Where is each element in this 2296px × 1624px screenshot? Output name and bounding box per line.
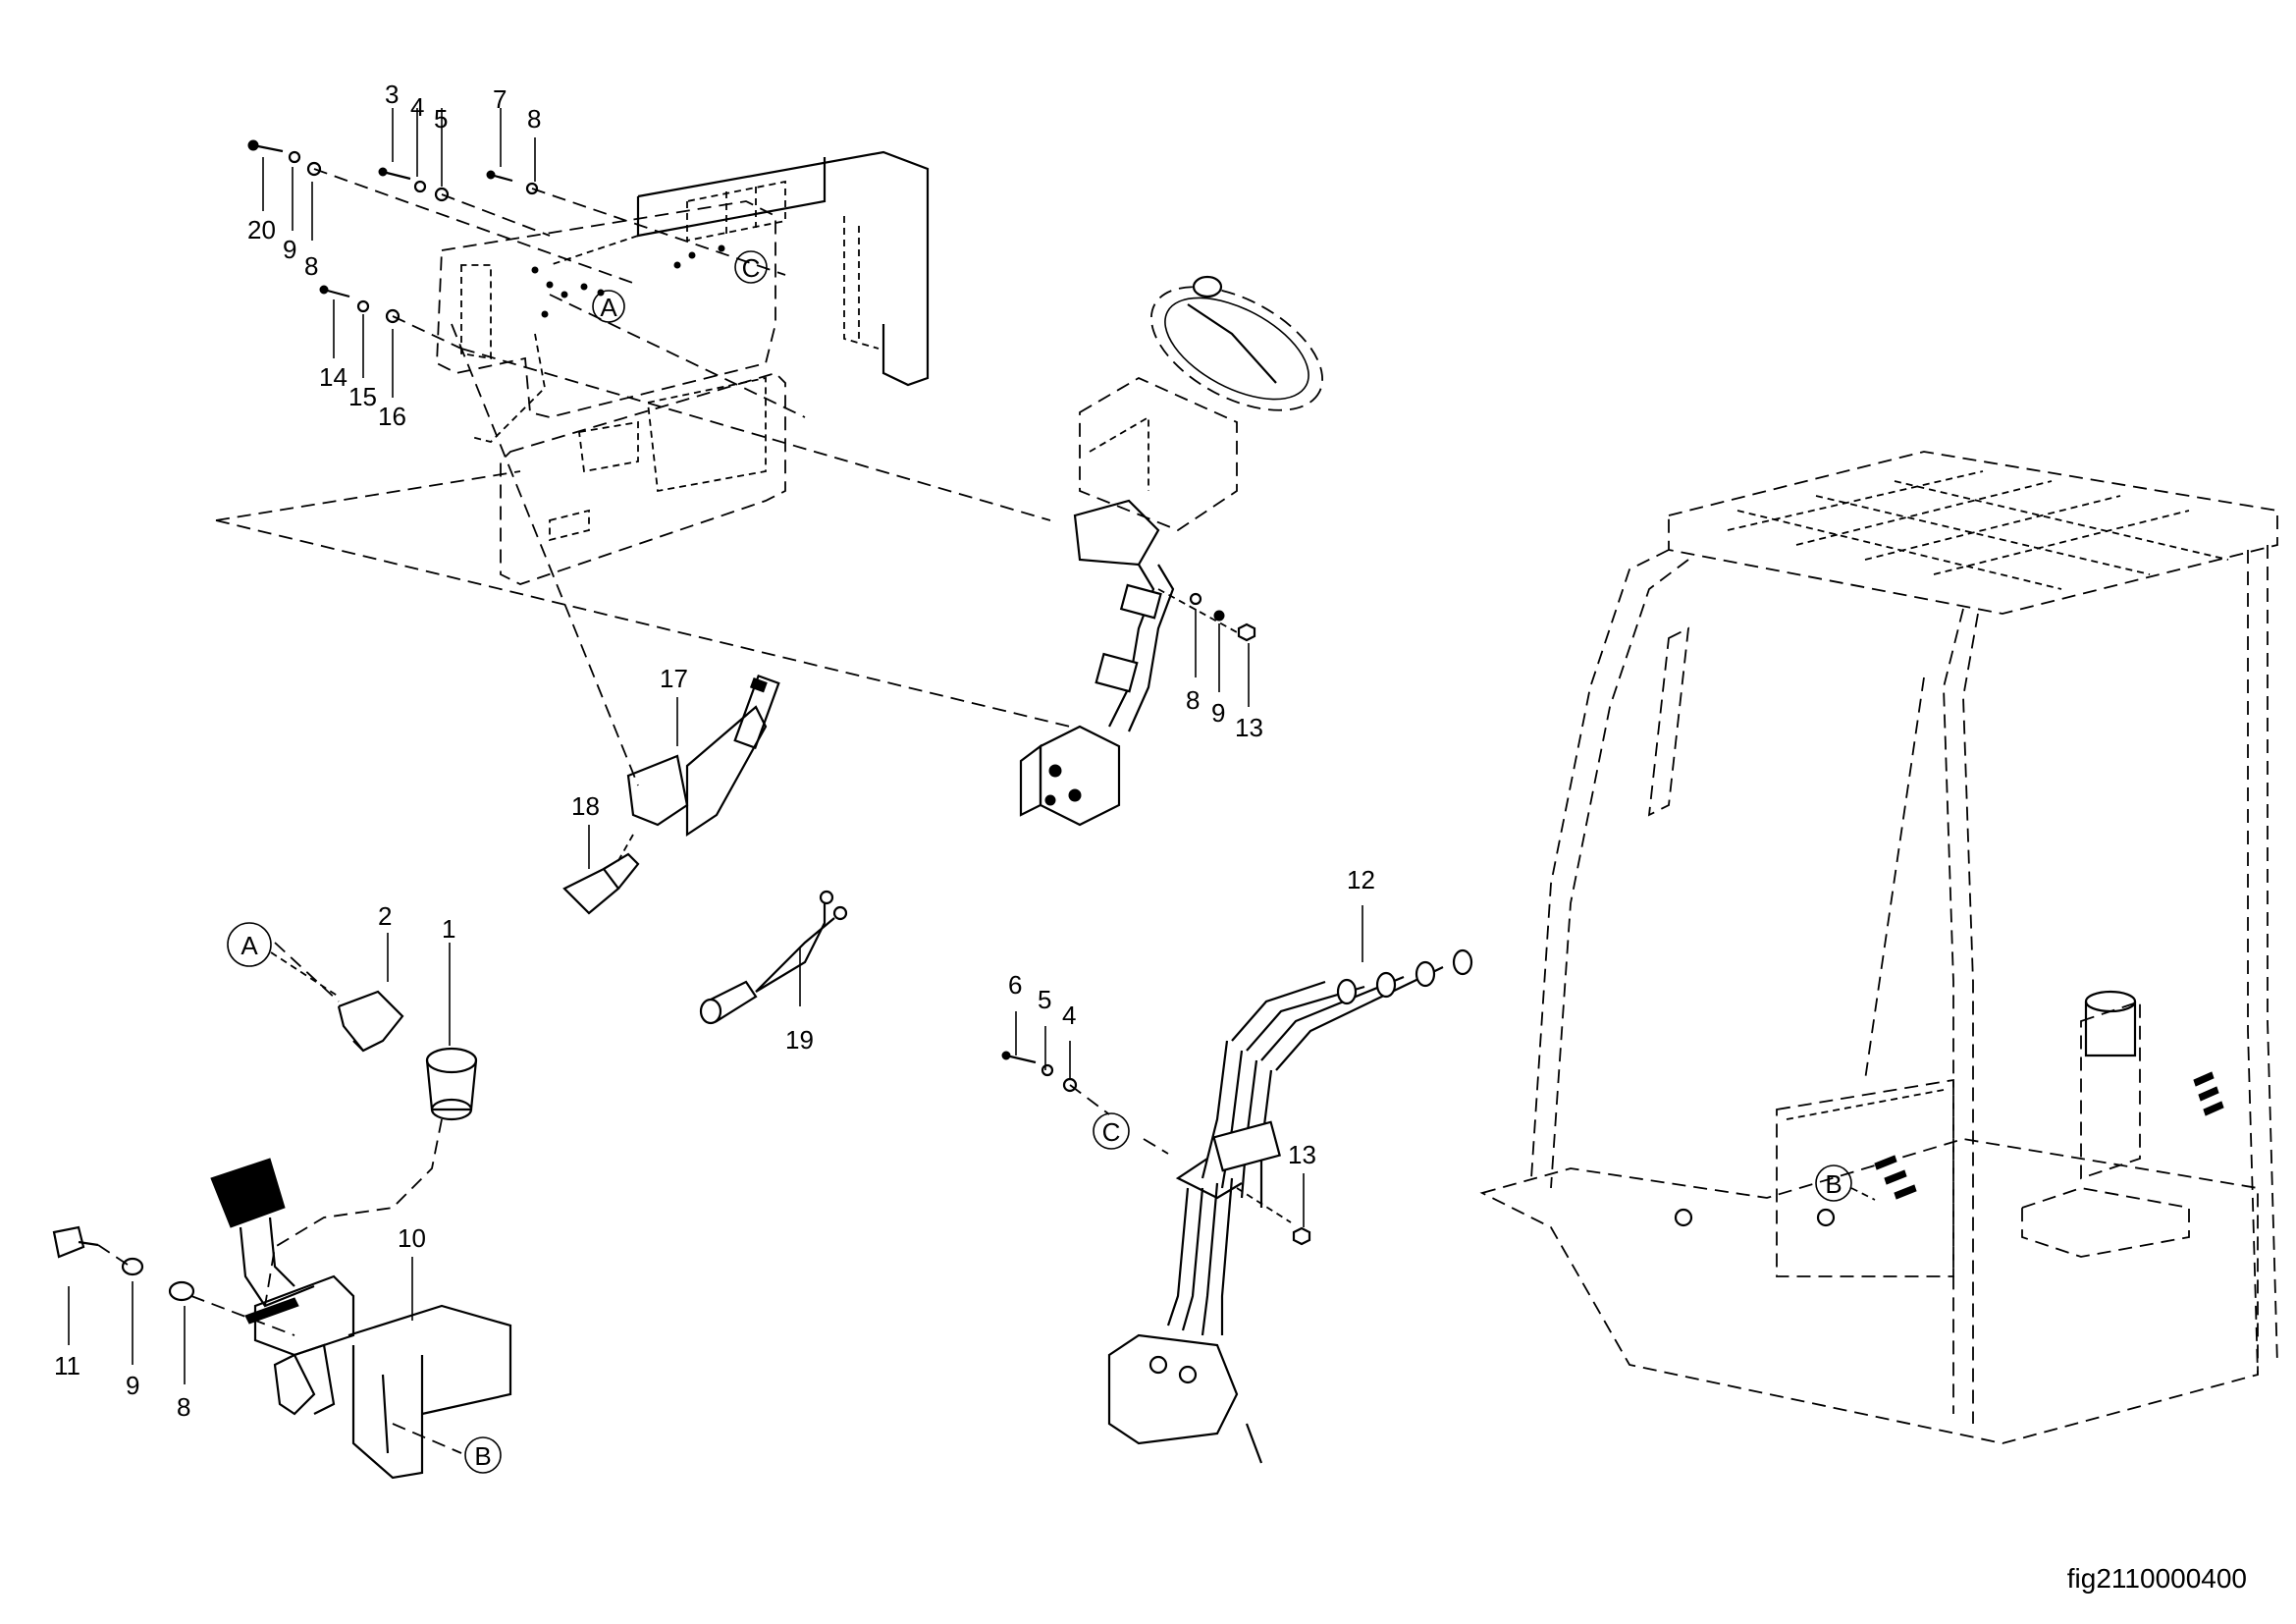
callout-12: 12 xyxy=(1347,865,1375,894)
callout-2: 2 xyxy=(378,901,392,931)
callout-18: 18 xyxy=(571,791,600,821)
dashboard-fasteners xyxy=(215,139,1071,786)
callout-17: 17 xyxy=(660,664,688,693)
callout-19: 19 xyxy=(785,1025,814,1055)
callout-numbers: 3 4 5 7 8 20 9 8 14 15 16 8 9 13 17 18 1… xyxy=(54,80,1375,1422)
callout-11: 11 xyxy=(54,1351,80,1380)
callout-9: 9 xyxy=(283,235,296,264)
svg-text:B: B xyxy=(1825,1169,1842,1199)
callout-4: 4 xyxy=(410,92,424,122)
ref-marker-c-levers: C xyxy=(1093,1112,1130,1150)
svg-text:A: A xyxy=(600,293,617,322)
svg-text:C: C xyxy=(742,253,761,283)
svg-text:B: B xyxy=(474,1441,491,1471)
callout-14: 14 xyxy=(319,362,347,392)
steering-column xyxy=(1019,275,1324,827)
callout-13: 13 xyxy=(1235,713,1263,742)
callout-5: 5 xyxy=(1038,985,1051,1014)
callout-6: 6 xyxy=(1008,970,1022,1000)
figure-id: fig2110000400 xyxy=(2066,1563,2247,1594)
switch-assembly xyxy=(562,674,780,915)
callout-10: 10 xyxy=(398,1223,426,1253)
truck-frame xyxy=(1479,451,2278,1444)
callout-5: 5 xyxy=(434,104,448,134)
ref-marker-b-pedal: B xyxy=(464,1436,502,1474)
callout-8: 8 xyxy=(527,104,541,134)
callout-15: 15 xyxy=(348,382,377,411)
callout-13: 13 xyxy=(1288,1140,1316,1169)
callout-9: 9 xyxy=(126,1371,139,1400)
callout-8: 8 xyxy=(304,251,318,281)
reference-markers: C A A B C B xyxy=(227,250,1876,1474)
pedal-assembly xyxy=(52,942,512,1480)
callout-9: 9 xyxy=(1211,698,1225,728)
ref-marker-a-dashboard: A xyxy=(592,290,625,323)
callout-leaders xyxy=(68,108,1363,1384)
callout-16: 16 xyxy=(378,402,406,431)
dashboard-panel xyxy=(436,150,930,585)
callout-20: 20 xyxy=(247,215,276,244)
callout-7: 7 xyxy=(493,84,507,114)
callout-3: 3 xyxy=(385,80,399,109)
ref-marker-a-pedal: A xyxy=(227,922,272,967)
ref-marker-c-dashboard: C xyxy=(734,250,768,284)
callout-4: 4 xyxy=(1062,1001,1076,1030)
callout-1: 1 xyxy=(442,914,455,944)
ref-marker-b-frame: B xyxy=(1815,1164,1852,1202)
svg-text:A: A xyxy=(240,931,258,960)
callout-8: 8 xyxy=(1186,685,1200,715)
callout-8: 8 xyxy=(177,1392,190,1422)
svg-text:C: C xyxy=(1102,1117,1121,1147)
harness xyxy=(699,890,848,1025)
lever-assembly xyxy=(1001,948,1473,1464)
